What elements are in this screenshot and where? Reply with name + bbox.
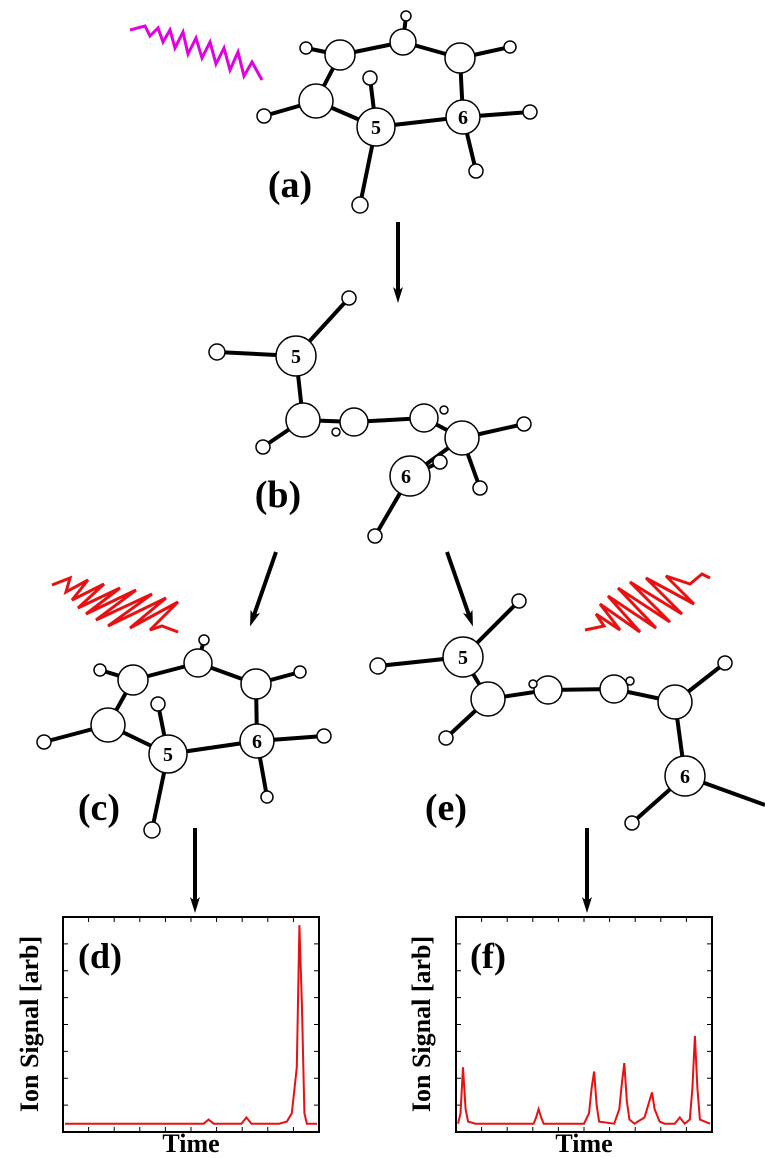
molecule-a: 5 6 (a) — [129, 10, 538, 214]
atom-label-5: 5 — [163, 744, 173, 766]
chart-f-xlabel: Time — [555, 1129, 612, 1158]
atom-label-6: 6 — [252, 731, 262, 753]
chart-f: (f) Time Ion Signal [arb] — [407, 916, 713, 1158]
molecule-c: 5 6 (c) — [36, 575, 332, 839]
atom-label-6: 6 — [458, 107, 468, 129]
probe-pulse-left — [51, 575, 180, 634]
atom-label-6: 6 — [680, 766, 690, 788]
probe-pulse-right — [584, 572, 711, 634]
arrow-b-to-e — [445, 551, 473, 627]
atom-label-5: 5 — [371, 117, 381, 139]
panel-label-e: (e) — [425, 787, 467, 829]
chart-d-ticks — [63, 917, 319, 1132]
chart-f-series-line — [457, 1035, 711, 1126]
chart-d-series-line — [65, 925, 317, 1125]
panel-label-a: (a) — [268, 164, 312, 206]
arrow-b-to-c — [250, 551, 278, 627]
atom-label-6: 6 — [401, 466, 411, 488]
molecule-b: 5 6 (b) — [208, 290, 532, 544]
panel-label-b: (b) — [255, 474, 301, 516]
chart-d-title: (d) — [78, 936, 122, 976]
atom-label-5: 5 — [458, 647, 468, 669]
chart-d-frame — [62, 916, 320, 1133]
chart-d: (d) Time Ion Signal [arb] — [15, 916, 320, 1158]
chart-d-ylabel: Ion Signal [arb] — [15, 936, 44, 1112]
panel-label-c: (c) — [78, 787, 120, 829]
chart-f-title: (f) — [470, 936, 506, 976]
pump-pulse — [129, 24, 264, 81]
molecule-e: 5 6 (e) — [369, 572, 765, 831]
atom-label-5: 5 — [291, 346, 301, 368]
chart-d-xlabel: Time — [162, 1129, 219, 1158]
chart-f-ylabel: Ion Signal [arb] — [407, 936, 436, 1112]
chart-f-ticks — [456, 917, 712, 1132]
